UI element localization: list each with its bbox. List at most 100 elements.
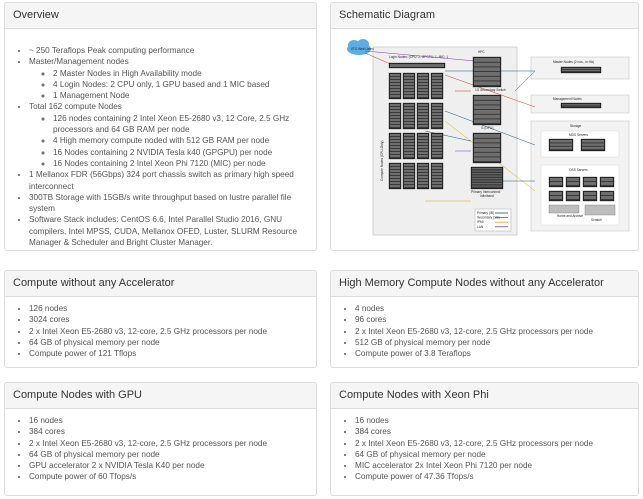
highmem-list-item: 2 x Intel Xeon E5-2680 v3, 12-core, 2.5 … (355, 326, 630, 337)
phi-panel: Compute Nodes with Xeon Phi 16 nodes384 … (330, 382, 639, 496)
compute-rack-unit (432, 113, 442, 116)
compute-rack-unit (404, 95, 414, 98)
compute-rack-unit (432, 164, 442, 167)
compute-rack-unit (418, 110, 428, 113)
compute-rack-unit (404, 143, 414, 146)
compute-rack-unit (390, 152, 400, 155)
compute-rack-unit (404, 116, 414, 119)
highmem-list-item: 512 GB of physical memory per node (355, 337, 630, 348)
compute-rack-unit (404, 149, 414, 152)
overview-sublist: 2 Master Nodes in High Availability mode… (29, 68, 310, 102)
phi-list-item: 384 cores (355, 426, 630, 437)
compute-rack-unit (390, 149, 400, 152)
overview-item-text: Total 162 compute Nodes (29, 102, 122, 112)
hpc-rack-unit (474, 72, 500, 76)
compute-rack-unit (390, 92, 400, 95)
compute-rack-unit (390, 122, 400, 125)
compute-rack-unit (432, 116, 442, 119)
oss-server-unit (567, 196, 579, 200)
overview-item: Master/Management nodes2 Master Nodes in… (29, 56, 310, 101)
compute-rack-unit (404, 134, 414, 137)
cloud-label: IITG Web Users (351, 47, 374, 51)
compute-rack-unit (432, 89, 442, 92)
overview-subitem: 4 High memory compute noded with 512 GB … (53, 135, 310, 146)
compute-rack-unit (432, 185, 442, 188)
compute-rack-unit (390, 182, 400, 185)
compute-rack-unit (390, 134, 400, 137)
switch-rack-unit (474, 100, 500, 105)
compute-rack-unit (418, 170, 428, 173)
compute-rack-unit (404, 155, 414, 158)
highmem-list-item: Compute power of 3.8 Teraflops (355, 348, 630, 359)
compute-rack-unit (418, 125, 428, 128)
cloud-icon (347, 39, 371, 55)
compute-rack-unit (404, 179, 414, 182)
scratch-storage-array (584, 204, 616, 216)
management-node-rack-unit (562, 104, 600, 105)
compute-rack-unit (432, 149, 442, 152)
oss-server-unit (601, 196, 613, 200)
overview-list: ~ 250 Teraflops Peak computing performan… (13, 45, 310, 248)
compute-rack-unit (432, 137, 442, 140)
highmem-list: 4 nodes96 cores2 x Intel Xeon E5-2680 v3… (339, 303, 630, 359)
compute-rack-unit (404, 125, 414, 128)
overview-item: Total 162 compute Nodes126 nodes contain… (29, 101, 310, 169)
mds-server-unit (582, 140, 604, 143)
mds-server-unit (550, 143, 572, 146)
oss-server-unit (550, 192, 562, 196)
hpc-rack-unit (474, 81, 500, 86)
compute-rack-unit (390, 125, 400, 128)
compute-rack-unit (418, 164, 428, 167)
phi-list-item: Compute power of 47.36 Tfops/s (355, 471, 630, 482)
master-nodes-rack-unit (562, 68, 600, 70)
compute-rack-unit (404, 167, 414, 170)
phi-list-item: 2 x Intel Xeon E5-2680 v3, 12-core, 2.5 … (355, 438, 630, 449)
overview-item-text: 1 Mellanox FDR (56Gbps) 324 port chassis… (29, 170, 294, 191)
oss-server-unit (550, 182, 562, 186)
compute-rack-unit (432, 77, 442, 80)
overview-item-text: 300TB Storage with 15GB/s write throughp… (29, 192, 292, 214)
compute-rack-unit (418, 134, 428, 137)
oss-server-unit (567, 192, 579, 196)
infiniband-label: Infiniband (480, 194, 494, 198)
highmem-list-item: 96 cores (355, 314, 630, 325)
schematic-title: Schematic Diagram (331, 3, 638, 29)
oss-server-unit (601, 192, 613, 196)
compute-rack-unit (418, 137, 428, 140)
management-node-rack-unit (562, 105, 600, 107)
mds-server-unit (582, 143, 604, 146)
compute-rack-unit (432, 173, 442, 176)
gpu-label: G (GPU) (481, 126, 493, 130)
compute-list-item: Compute power of 121 Tflops (29, 348, 308, 359)
infiniband-switch-unit (472, 178, 502, 179)
compute-rack-unit (418, 167, 428, 170)
compute-rack-unit (404, 110, 414, 113)
compute-rack-unit (432, 155, 442, 158)
overview-item-text: Master/Management nodes (29, 57, 129, 67)
compute-rack-unit (404, 185, 414, 188)
compute-rack-unit (418, 119, 428, 122)
legend-box (474, 208, 512, 232)
mds-server-unit (550, 140, 572, 143)
connection-line (444, 110, 536, 146)
compute-rack-unit (404, 92, 414, 95)
compute-rack-unit (404, 74, 414, 77)
compute-rack-unit (390, 113, 400, 116)
phi-list-item: MIC accelerator 2x Intel Xeon Phi 7120 p… (355, 460, 630, 471)
compute-rack-unit (404, 137, 414, 140)
infiniband-switch-unit (472, 169, 502, 171)
gpu-list-item: 384 cores (29, 426, 308, 437)
home-label: Home and Archive (557, 214, 583, 218)
hpc-rack-unit (474, 62, 500, 67)
gpu-list-item: Compute power of 60 Tfops/s (29, 471, 308, 482)
compute-rack-unit (418, 89, 428, 92)
compute-rack-unit (418, 179, 428, 182)
compute-rack-unit (390, 137, 400, 140)
compute-rack-unit (418, 143, 428, 146)
connection-line (424, 130, 472, 142)
infiniband-switch-unit (472, 179, 502, 181)
compute-rack-unit (432, 140, 442, 143)
connection-line (364, 50, 476, 62)
overview-body: ~ 250 Teraflops Peak computing performan… (5, 29, 316, 250)
schematic-panel: Schematic Diagram IITG Web Users Login N… (330, 2, 639, 251)
